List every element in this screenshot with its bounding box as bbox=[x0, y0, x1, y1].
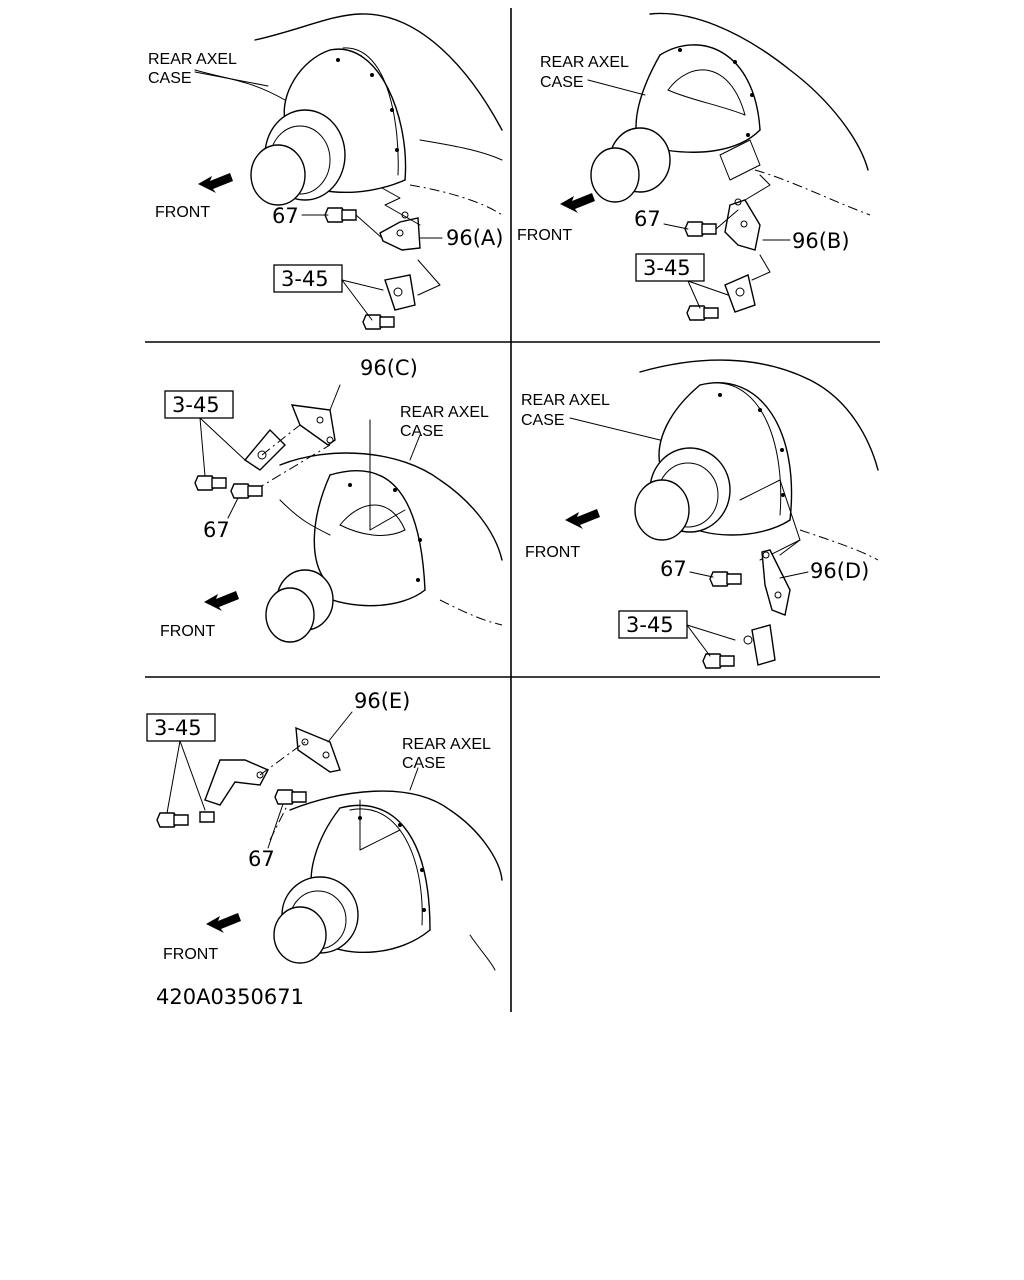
rear-axel-case-label-line1: REAR AXEL bbox=[148, 51, 237, 68]
axle-case-icon bbox=[634, 359, 879, 561]
bolt-67-label: 67 bbox=[634, 207, 661, 231]
ref-3-45-label: 3-45 bbox=[626, 613, 674, 637]
bolt-icon bbox=[194, 475, 263, 499]
bracket-icon bbox=[243, 404, 336, 491]
rear-axel-case-label-line2: CASE bbox=[540, 74, 584, 91]
bracket-96e-label: 96(E) bbox=[354, 689, 410, 713]
front-arrow-icon bbox=[198, 173, 233, 193]
ref-3-45-box bbox=[635, 253, 705, 282]
front-label: FRONT bbox=[517, 227, 572, 244]
front-label: FRONT bbox=[160, 623, 215, 640]
axle-case-icon bbox=[590, 12, 871, 216]
rear-axel-case-label-line2: CASE bbox=[148, 70, 192, 87]
axle-case-icon bbox=[273, 790, 503, 971]
panel-e: REAR AXEL CASE FRONT 96(E) 3-45 67 bbox=[146, 689, 503, 1009]
bracket-96b-label: 96(B) bbox=[792, 229, 850, 253]
bolt-67-label: 67 bbox=[248, 847, 275, 871]
panel-d: REAR AXEL CASE FRONT 67 96(D) 3-45 bbox=[521, 359, 879, 669]
bolt-67-label: 67 bbox=[203, 518, 230, 542]
front-arrow-icon bbox=[204, 591, 239, 611]
ref-3-45-label: 3-45 bbox=[172, 393, 220, 417]
rear-axel-case-label-line2: CASE bbox=[402, 755, 446, 772]
front-arrow-icon bbox=[565, 509, 600, 529]
rear-axel-case-label-line1: REAR AXEL bbox=[540, 54, 629, 71]
bracket-96c-label: 96(C) bbox=[360, 356, 418, 380]
drawing-number: 420A0350671 bbox=[156, 985, 304, 1009]
bracket-icon bbox=[743, 539, 801, 666]
rear-axel-case-label-line2: CASE bbox=[400, 423, 444, 440]
front-arrow-icon bbox=[206, 913, 241, 933]
bolt-icon bbox=[702, 571, 742, 669]
ref-3-45-label: 3-45 bbox=[281, 267, 329, 291]
front-label: FRONT bbox=[525, 544, 580, 561]
bolt-icon bbox=[156, 789, 307, 828]
bolt-67-label: 67 bbox=[660, 557, 687, 581]
bracket-96a-label: 96(A) bbox=[446, 226, 503, 250]
bolt-67-label: 67 bbox=[272, 204, 299, 228]
ref-3-45-label: 3-45 bbox=[154, 716, 202, 740]
panel-c: REAR AXEL CASE FRONT 96(C) 3-45 67 bbox=[160, 356, 503, 643]
front-arrow-icon bbox=[560, 193, 595, 213]
panel-dividers bbox=[145, 8, 880, 1012]
bracket-icon bbox=[204, 726, 341, 841]
front-label: FRONT bbox=[155, 204, 210, 221]
ref-3-45-label: 3-45 bbox=[643, 256, 691, 280]
bolt-icon bbox=[684, 221, 719, 321]
front-label: FRONT bbox=[163, 946, 218, 963]
ref-3-45-box bbox=[146, 713, 216, 742]
bracket-icon bbox=[724, 174, 771, 313]
bracket-96d-label: 96(D) bbox=[810, 559, 869, 583]
rear-axel-case-label-line1: REAR AXEL bbox=[402, 736, 491, 753]
axle-case-icon bbox=[194, 13, 503, 216]
rear-axel-case-label-line1: REAR AXEL bbox=[521, 392, 610, 409]
rear-axel-case-label-line2: CASE bbox=[521, 412, 565, 429]
bracket-icon bbox=[379, 187, 441, 311]
axle-case-icon bbox=[265, 419, 503, 643]
panel-a: REAR AXEL CASE FRONT 67 96(A) 3-45 bbox=[148, 13, 503, 330]
panel-b: REAR AXEL CASE FRONT 67 96(B) 3-45 bbox=[517, 12, 871, 321]
ref-3-45-box bbox=[273, 264, 343, 293]
ref-3-45-box bbox=[164, 390, 234, 419]
rear-axel-case-label-line1: REAR AXEL bbox=[400, 404, 489, 421]
